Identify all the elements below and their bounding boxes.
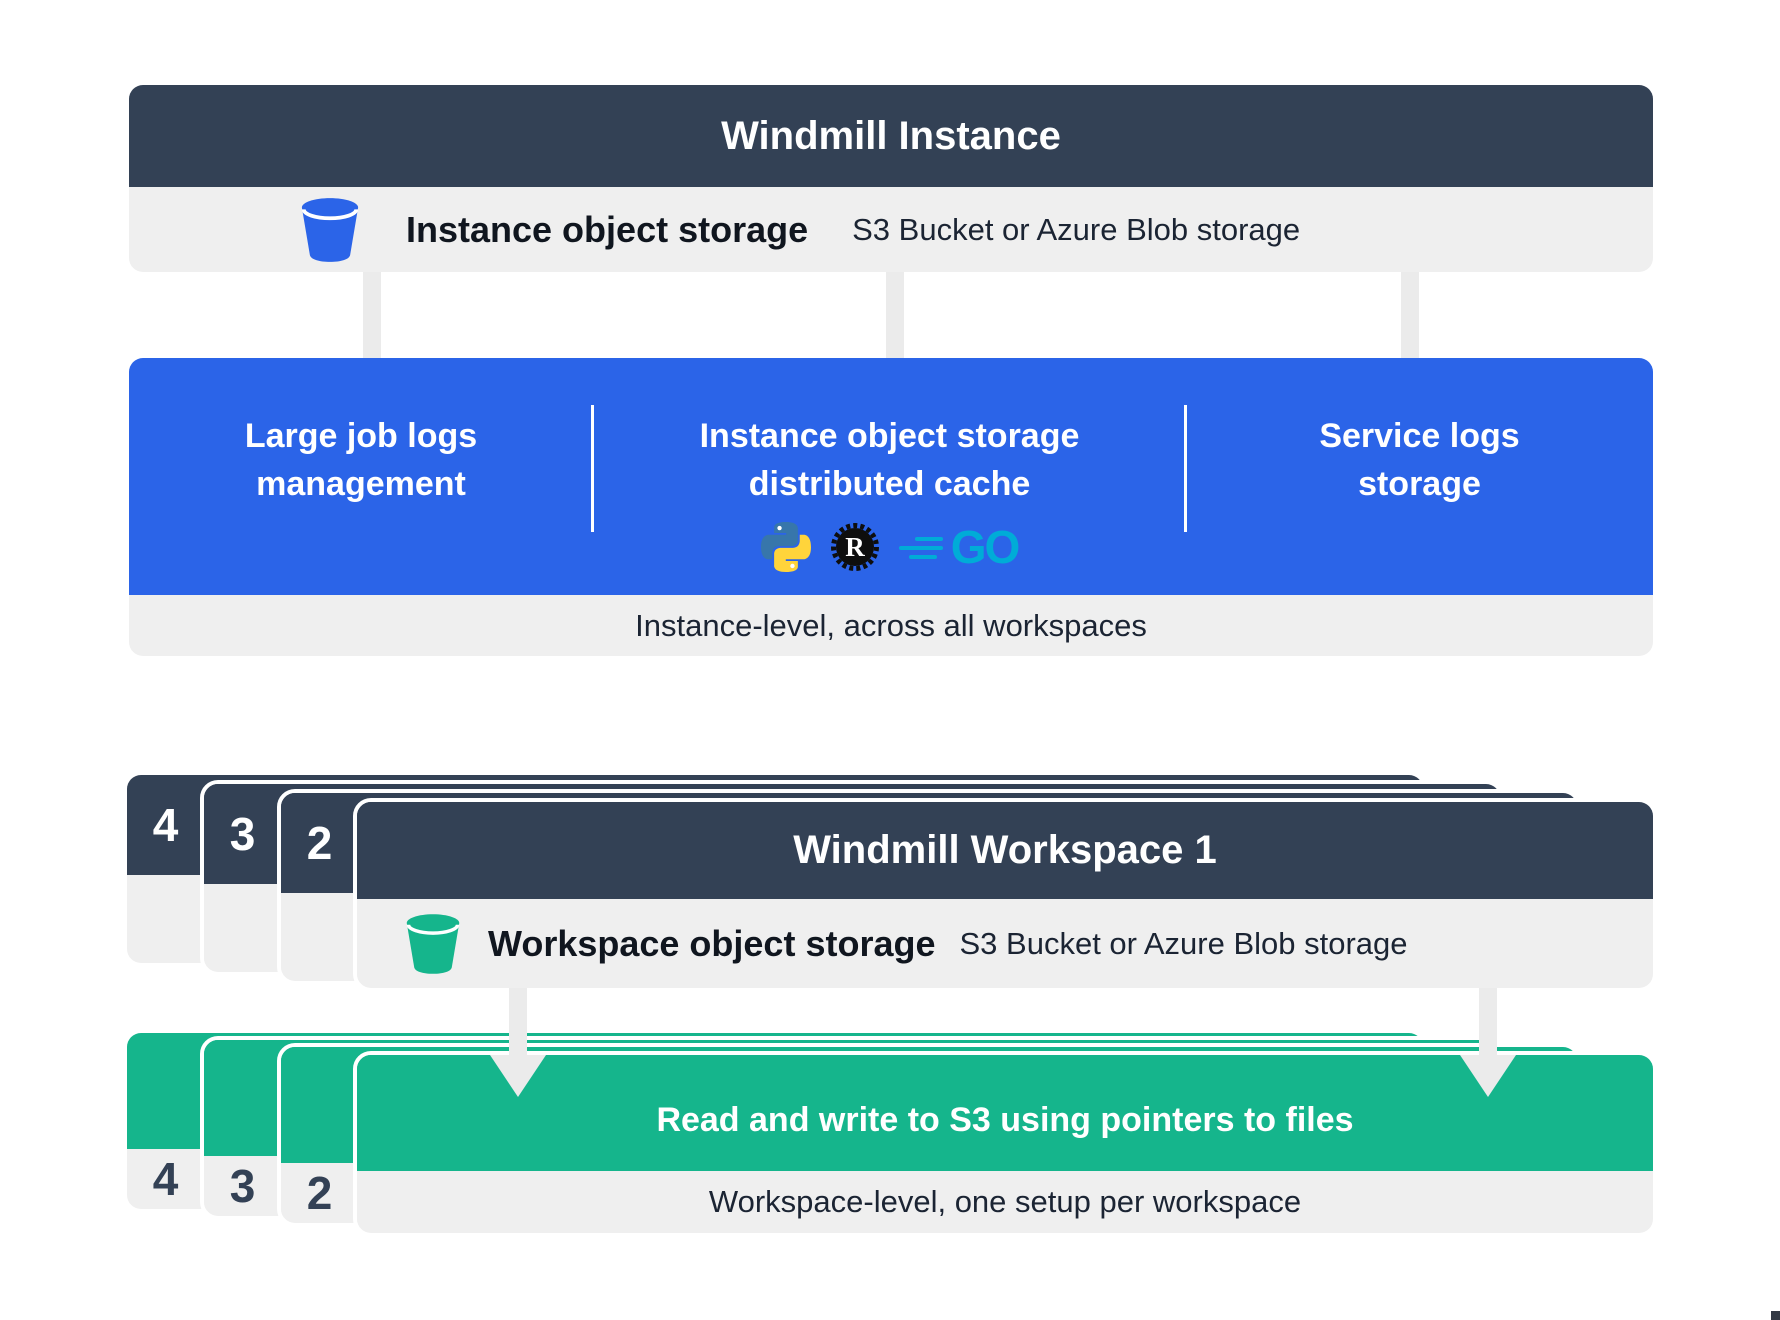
green-card-1: Read and write to S3 using pointers to f…: [353, 1051, 1657, 1237]
workspace-storage-detail: S3 Bucket or Azure Blob storage: [959, 925, 1408, 961]
instance-features-box: Large job logs management Instance objec…: [129, 358, 1653, 595]
arrow-down: [886, 272, 904, 362]
workspace-storage-row: Workspace object storage S3 Bucket or Az…: [357, 899, 1653, 988]
workspace-number: 2: [306, 1167, 333, 1219]
workspace-card-1: Windmill Workspace 1 Workspace object st…: [353, 798, 1657, 992]
corner-artifact: [1771, 1311, 1780, 1320]
feature-line: storage: [1358, 465, 1481, 503]
workspace-number: 2: [306, 817, 333, 869]
arrow-down-head: [490, 1055, 546, 1097]
python-icon: [760, 522, 811, 572]
rust-icon: R: [830, 523, 879, 571]
workspace-title: Windmill Workspace 1: [793, 828, 1217, 872]
feature-line: Service logs: [1319, 417, 1520, 455]
instance-storage-detail: S3 Bucket or Azure Blob storage: [852, 211, 1301, 247]
instance-storage-row: Instance object storage S3 Bucket or Azu…: [129, 187, 1653, 272]
feature-service-logs: Service logs storage: [1186, 412, 1653, 508]
workspace-footer-text: Workspace-level, one setup per workspace: [708, 1184, 1302, 1219]
bucket-icon: [406, 913, 460, 974]
green-action-title: Read and write to S3 using pointers to f…: [656, 1100, 1354, 1139]
workspace-number: 4: [152, 1153, 179, 1205]
divider: [1184, 405, 1187, 532]
instance-title: Windmill Instance: [721, 113, 1061, 158]
workspace-storage-label: Workspace object storage: [488, 922, 936, 964]
svg-text:R: R: [845, 532, 865, 562]
arrow-down: [1479, 988, 1497, 1058]
divider: [591, 405, 594, 532]
feature-large-job-logs: Large job logs management: [129, 412, 593, 508]
green-action-bar: Read and write to S3 using pointers to f…: [357, 1055, 1653, 1171]
instance-footer-text: Instance-level, across all workspaces: [635, 607, 1147, 643]
arrow-down: [363, 272, 381, 362]
arrow-down-head: [1460, 1055, 1516, 1097]
workspace-footer: Workspace-level, one setup per workspace: [357, 1171, 1653, 1233]
go-icon: GO: [898, 521, 1021, 573]
language-icons: R GO: [593, 518, 1186, 576]
workspace-number: 4: [152, 799, 179, 851]
feature-line: management: [256, 465, 466, 503]
instance-header: Windmill Instance: [129, 85, 1653, 187]
workspace-header: Windmill Workspace 1: [357, 802, 1653, 899]
arrow-down: [1401, 272, 1419, 362]
instance-footer: Instance-level, across all workspaces: [129, 595, 1653, 656]
arrow-down: [509, 988, 527, 1058]
workspace-number: 3: [229, 808, 256, 860]
go-speed-lines: [898, 525, 947, 569]
feature-line: Instance object storage: [699, 417, 1080, 455]
go-letters: GO: [950, 521, 1021, 573]
instance-storage-label: Instance object storage: [406, 208, 809, 250]
feature-line: distributed cache: [748, 465, 1031, 503]
feature-distributed-cache: Instance object storage distributed cach…: [593, 412, 1186, 508]
workspace-number: 3: [229, 1160, 256, 1212]
feature-line: Large job logs: [244, 417, 478, 455]
bucket-icon: [301, 197, 359, 262]
